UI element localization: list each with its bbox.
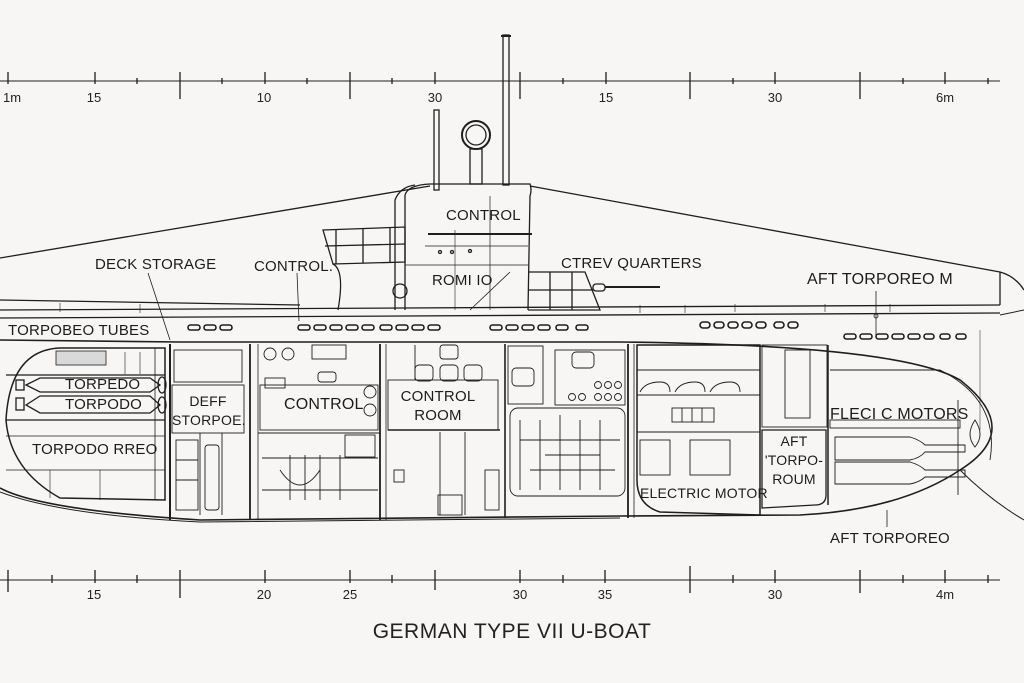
control-section bbox=[258, 344, 380, 500]
label-aft-torpedo-room: AFT 'TORPO- ROUM bbox=[762, 432, 826, 489]
label-control-mid: CONTROL bbox=[284, 396, 364, 413]
diagram-title: GERMAN TYPE VII U-BOAT bbox=[372, 620, 652, 643]
label-torpedo-1: TORPEDO bbox=[65, 376, 141, 393]
bulkheads bbox=[169, 344, 635, 520]
label-torpedo-room: TORPODO RREO bbox=[32, 441, 158, 458]
label-control-deck: CONTROL. bbox=[254, 258, 334, 275]
label-aft-room-line2: 'TORPO- bbox=[764, 452, 824, 468]
label-deff-line2: STORPOE. bbox=[172, 412, 246, 428]
label-aft-room-line1: AFT bbox=[780, 433, 808, 449]
control-room-section bbox=[387, 344, 626, 516]
leader-lines bbox=[147, 272, 981, 527]
bottom-tick-label: 30 bbox=[767, 587, 783, 602]
label-torpedo-tubes: TORPOBEO TUBES bbox=[8, 322, 150, 339]
top-tick-label: 6m bbox=[935, 90, 955, 105]
bottom-scale-ruler bbox=[0, 566, 1000, 598]
label-crew-quarters: CTREV QUARTERS bbox=[561, 255, 702, 272]
label-torpedo-2: TORPODO bbox=[65, 396, 142, 413]
top-tick-label: 15 bbox=[598, 90, 614, 105]
label-deck-storage: DECK STORAGE bbox=[95, 256, 217, 273]
masts bbox=[433, 34, 511, 191]
label-control-room-line2: ROOM bbox=[414, 407, 462, 424]
conning-tower bbox=[322, 183, 660, 311]
limber-holes bbox=[187, 321, 967, 340]
bottom-tick-label: 35 bbox=[597, 587, 613, 602]
label-control-room-line1: CONTROL bbox=[400, 388, 476, 405]
deff-storage-section bbox=[171, 349, 245, 515]
label-deff-line1: DEFF bbox=[189, 393, 227, 409]
label-deff-storage: DEFF STORPOE. bbox=[172, 392, 246, 430]
top-scale-ruler bbox=[0, 72, 1000, 99]
top-tick-label: 1m bbox=[2, 90, 22, 105]
bottom-tick-label: 4m bbox=[935, 587, 955, 602]
top-tick-label: 15 bbox=[86, 90, 102, 105]
label-aft-room-line3: ROUM bbox=[772, 471, 816, 487]
bottom-tick-label: 25 bbox=[342, 587, 358, 602]
label-conning-room: ROMI IO bbox=[432, 272, 493, 289]
label-electric-motors: FLECI C MOTORS bbox=[830, 406, 969, 423]
bottom-tick-label: 20 bbox=[256, 587, 272, 602]
bottom-tick-label: 30 bbox=[512, 587, 528, 602]
label-control-room: CONTROL ROOM bbox=[388, 387, 488, 425]
top-tick-label: 10 bbox=[256, 90, 272, 105]
label-aft-torpedo-m: AFT TORPOREO M bbox=[807, 271, 953, 288]
label-aft-torpedo-bottom: AFT TORPOREO bbox=[830, 530, 950, 547]
bottom-tick-label: 15 bbox=[86, 587, 102, 602]
label-conning-control: CONTROL bbox=[446, 207, 521, 224]
label-electric-motor: ELECTRIC MOTOR bbox=[640, 485, 768, 501]
electric-motor-compartment bbox=[636, 344, 992, 516]
bow-compartment bbox=[5, 347, 167, 501]
top-tick-label: 30 bbox=[767, 90, 783, 105]
deck-casing bbox=[0, 299, 1001, 319]
top-tick-label: 30 bbox=[427, 90, 443, 105]
